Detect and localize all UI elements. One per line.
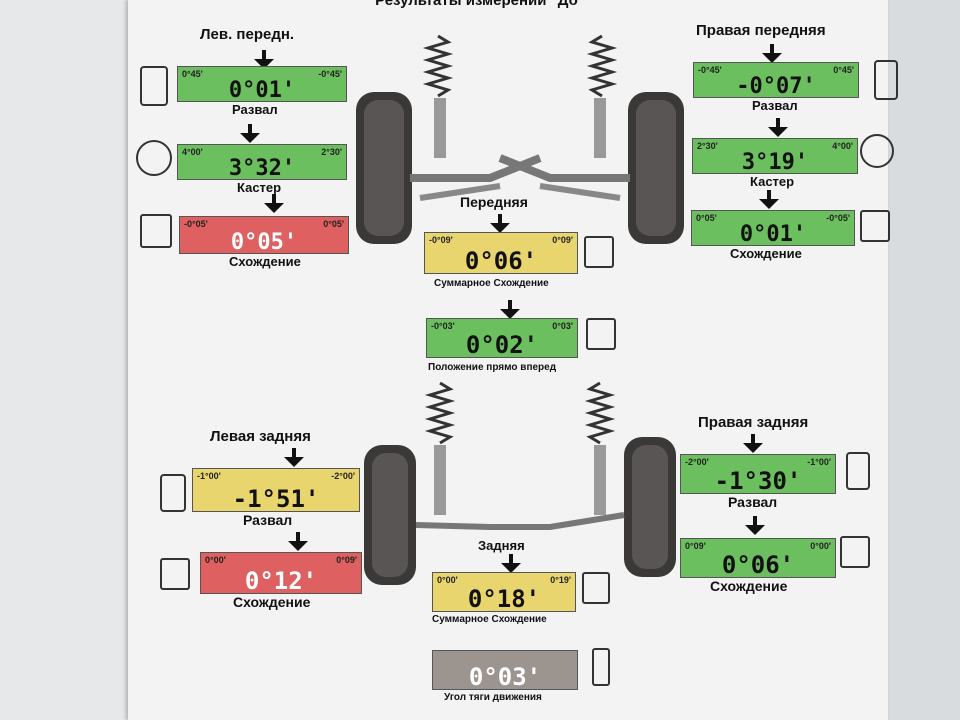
thrust-angle-label: Угол тяги движения — [444, 692, 542, 703]
straight-ahead-label: Положение прямо вперед — [428, 362, 557, 373]
front-left-camber-max: -0°45' — [318, 69, 342, 79]
rear-total-toe-max: 0°19' — [550, 575, 571, 585]
report-title: Результаты измерений "До" — [375, 0, 585, 9]
rear-left-camber-min: -1°00' — [197, 471, 221, 481]
rear-right-camber-value: -1°30' — [714, 467, 802, 494]
rear-left-camber-max: -2°00' — [331, 471, 355, 481]
rear-right-camber-min: -2°00' — [685, 457, 709, 467]
steering-axle-icon — [586, 318, 616, 350]
right-caster-wheel-icon — [860, 134, 894, 168]
front-left-camber-label: Развал — [232, 102, 278, 117]
front-left-caster-label: Кастер — [237, 180, 282, 195]
front-total-toe-value: 0°06' — [464, 247, 538, 274]
straight-ahead-value: 0°02' — [465, 331, 539, 358]
front-right-toe-max: -0°05' — [826, 213, 850, 223]
rear-left-toe-max: 0°09' — [336, 555, 357, 565]
front-left-caster-max: 2°30' — [321, 147, 342, 157]
rear-total-toe-label: Суммарное Схождение — [432, 614, 547, 625]
rear-right-toe-min: 0°09' — [685, 541, 706, 551]
front-center-heading: Передняя — [460, 194, 528, 210]
front-right-caster-max: 4°00' — [832, 141, 853, 151]
straight-ahead-min: -0°03' — [431, 321, 455, 331]
front-right-toe-label: Схождение — [730, 246, 802, 261]
front-right-caster-min: 2°30' — [697, 141, 718, 151]
rear-center-heading: Задняя — [478, 538, 525, 553]
rear-right-camber-gauge: -2°00' -1°00' -1°30' — [680, 454, 836, 494]
front-left-caster-min: 4°00' — [182, 147, 203, 157]
front-suspension-illustration — [356, 34, 684, 244]
front-right-heading: Правая передняя — [696, 22, 826, 39]
rear-left-heading: Левая задняя — [210, 428, 311, 445]
thrust-angle-icon — [592, 648, 610, 686]
right-toe-axle-icon — [860, 210, 890, 242]
rear-left-toe-min: 0°00' — [205, 555, 226, 565]
front-right-caster-gauge: 2°30' 4°00' 3°19' — [692, 138, 858, 174]
rear-total-toe-value: 0°18' — [467, 585, 541, 612]
front-total-toe-gauge: -0°09' 0°09' 0°06' — [424, 232, 578, 274]
front-right-camber-label: Развал — [752, 98, 798, 113]
straight-ahead-gauge: -0°03' 0°03' 0°02' — [426, 318, 578, 358]
rear-right-toe-value: 0°06' — [721, 551, 795, 578]
front-right-toe-gauge: 0°05' -0°05' 0°01' — [691, 210, 855, 246]
caster-wheel-icon — [136, 140, 172, 176]
front-left-caster-gauge: 4°00' 2°30' 3°32' — [177, 144, 347, 180]
front-left-camber-min: 0°45' — [182, 69, 203, 79]
front-left-heading: Лев. передн. — [200, 26, 295, 43]
thrust-angle-gauge: 0°03' — [432, 650, 578, 690]
background-left — [0, 0, 128, 720]
front-left-toe-gauge: -0°05' 0°05' 0°05' — [179, 216, 349, 254]
front-right-toe-min: 0°05' — [696, 213, 717, 223]
front-left-toe-label: Схождение — [229, 254, 301, 269]
front-left-toe-value: 0°05' — [230, 230, 298, 254]
camber-wheel-icon — [140, 66, 168, 106]
rear-suspension-illustration — [364, 381, 676, 585]
rear-right-camber-icon — [846, 452, 870, 490]
rear-right-toe-label: Схождение — [710, 578, 788, 594]
front-left-camber-gauge: 0°45' -0°45' 0°01' — [177, 66, 347, 102]
rear-total-toe-min: 0°00' — [437, 575, 458, 585]
rear-left-camber-icon — [160, 474, 186, 512]
rear-left-camber-label: Развал — [243, 512, 293, 528]
rear-left-toe-value: 0°12' — [244, 567, 318, 594]
rear-left-toe-gauge: 0°00' 0°09' 0°12' — [200, 552, 362, 594]
rear-right-toe-icon — [840, 536, 870, 568]
front-right-toe-value: 0°01' — [739, 222, 807, 246]
rear-left-camber-gauge: -1°00' -2°00' -1°51' — [192, 468, 360, 512]
front-left-caster-value: 3°32' — [228, 156, 296, 180]
toe-axle-icon — [140, 214, 172, 248]
rear-left-toe-icon — [160, 558, 190, 590]
rear-left-toe-label: Схождение — [233, 594, 311, 610]
front-left-camber-value: 0°01' — [228, 78, 296, 102]
front-left-toe-max: 0°05' — [323, 219, 344, 229]
front-total-toe-min: -0°09' — [429, 235, 453, 245]
rear-total-toe-gauge: 0°00' 0°19' 0°18' — [432, 572, 576, 612]
rear-right-camber-max: -1°00' — [807, 457, 831, 467]
front-total-toe-label: Суммарное Схождение — [434, 278, 549, 289]
front-right-camber-value: -0°07' — [736, 74, 816, 98]
front-total-toe-max: 0°09' — [552, 235, 573, 245]
front-right-caster-label: Кастер — [750, 174, 795, 189]
rear-total-toe-icon — [582, 572, 610, 604]
rear-right-heading: Правая задняя — [698, 414, 809, 431]
front-right-camber-gauge: -0°45' 0°45' -0°07' — [693, 62, 859, 98]
total-toe-axle-icon — [584, 236, 614, 268]
rear-right-camber-label: Развал — [728, 494, 778, 510]
front-right-caster-value: 3°19' — [741, 150, 809, 174]
rear-right-toe-gauge: 0°09' 0°00' 0°06' — [680, 538, 836, 578]
rear-left-camber-value: -1°51' — [232, 485, 320, 512]
front-right-camber-min: -0°45' — [698, 65, 722, 75]
straight-ahead-max: 0°03' — [552, 321, 573, 331]
rear-right-toe-max: 0°00' — [810, 541, 831, 551]
front-right-camber-max: 0°45' — [833, 65, 854, 75]
front-left-toe-min: -0°05' — [184, 219, 208, 229]
right-camber-wheel-icon — [874, 60, 898, 100]
thrust-angle-value: 0°03' — [468, 663, 542, 690]
